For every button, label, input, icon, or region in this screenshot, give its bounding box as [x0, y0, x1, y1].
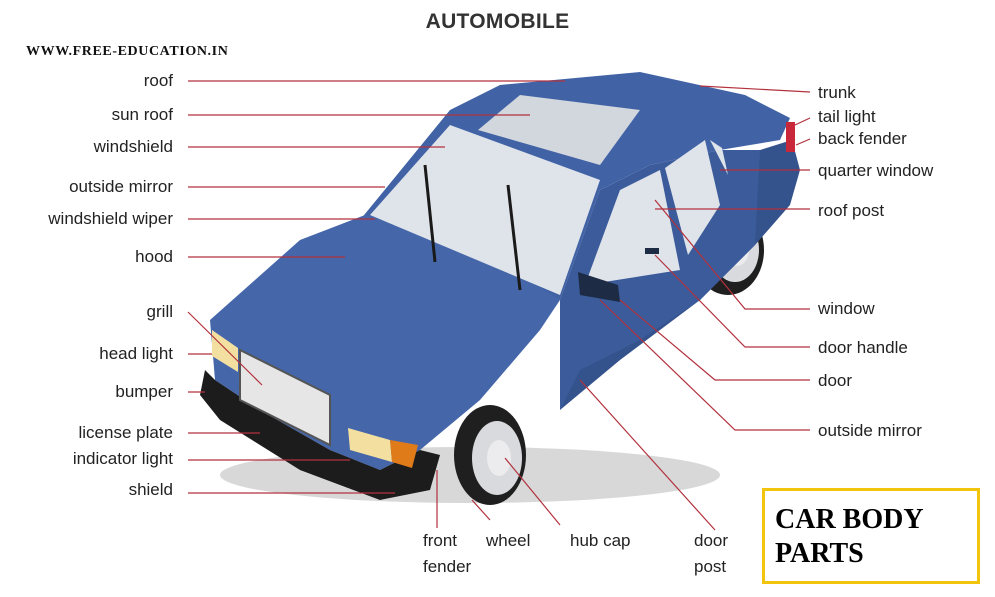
label-indicator-light: indicator light: [72, 449, 173, 468]
label-grill: grill: [146, 302, 173, 321]
label-door-post-line2: post: [694, 557, 727, 576]
label-tail-light: tail light: [818, 107, 876, 126]
label-sun-roof: sun roof: [111, 105, 173, 124]
label-outside-mirror-right: outside mirror: [818, 421, 922, 440]
label-roof: roof: [143, 71, 173, 90]
car-body-parts-box: CAR BODY PARTS: [762, 488, 980, 584]
car-body: [200, 72, 800, 500]
label-door-post-line1: door: [694, 531, 729, 550]
diagram-title: AUTOMOBILE: [425, 10, 570, 33]
label-wheel: wheel: [486, 528, 530, 554]
front-wheel: [454, 405, 526, 505]
label-license-plate: license plate: [78, 423, 173, 442]
label-front-fender-line1: front: [423, 531, 458, 550]
label-windshield-wiper: windshield wiper: [48, 209, 173, 228]
box-line2: PARTS: [775, 538, 864, 569]
label-bumper: bumper: [115, 382, 173, 401]
label-door-post: door post: [694, 528, 728, 580]
label-shield: shield: [128, 480, 173, 499]
label-window: window: [818, 299, 875, 318]
label-front-fender-line2: fender: [423, 557, 472, 576]
label-quarter-window: quarter window: [818, 161, 934, 180]
label-trunk: trunk: [818, 83, 856, 102]
box-line1: CAR BODY: [775, 504, 924, 535]
label-back-fender: back fender: [818, 129, 907, 148]
label-door-handle: door handle: [818, 338, 908, 357]
watermark-text: WWW.FREE-EDUCATION.IN: [26, 44, 229, 59]
label-roof-post: roof post: [818, 201, 885, 220]
label-outside-mirror-left: outside mirror: [69, 177, 173, 196]
label-hood: hood: [135, 247, 173, 266]
label-hub-cap: hub cap: [570, 528, 631, 554]
label-hub-cap-line1: hub cap: [570, 531, 631, 550]
leader-lines: [187, 80, 811, 531]
label-wheel-line1: wheel: [486, 531, 531, 550]
label-front-fender: front fender: [423, 528, 471, 580]
label-head-light: head light: [99, 344, 173, 363]
label-windshield: windshield: [93, 137, 173, 156]
label-door: door: [818, 371, 853, 390]
